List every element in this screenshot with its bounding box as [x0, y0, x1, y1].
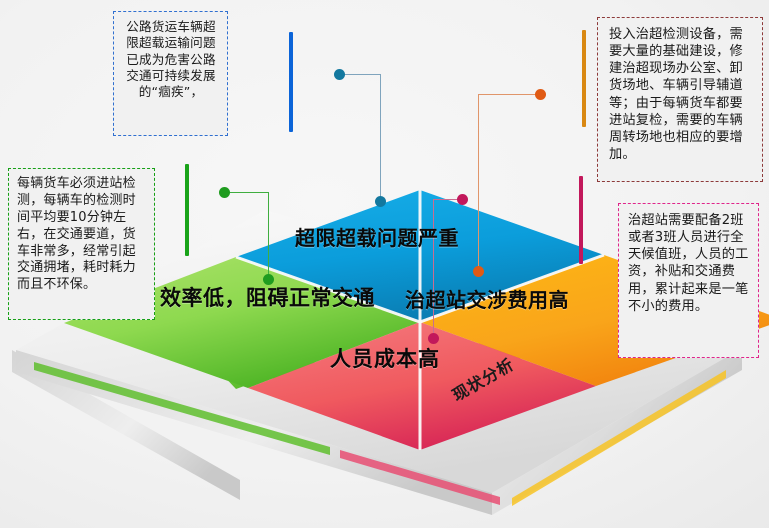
connector-green-dot-start — [219, 187, 230, 198]
callout-left: 每辆货车必须进站检测，每辆车的检测时间平均要10分钟左右，在交通要道，货车非常多… — [8, 168, 155, 320]
accent-bar-green — [185, 164, 189, 256]
accent-bar-crimson — [579, 176, 583, 264]
connector-orange-dot-start — [535, 89, 546, 100]
callout-right: 治超站需要配备2班或者3班人员进行全天候值班，人员的工资，补贴和交通费用，累计起… — [618, 203, 759, 358]
connector-green-dot-end — [263, 274, 274, 285]
accent-bar-orange — [582, 30, 586, 127]
accent-bar-blue — [289, 32, 293, 132]
tile-label-top: 超限超载问题严重 — [295, 226, 459, 250]
connector-green-vertical — [268, 192, 269, 280]
connector-crimson-dot-start — [457, 194, 468, 205]
connector-orange-vertical — [478, 94, 479, 272]
tile-label-left: 效率低，阻碍正常交通 — [160, 286, 375, 310]
connector-blue-horizontal — [340, 74, 381, 75]
connector-blue-vertical — [380, 74, 381, 202]
connector-crimson-dot-end — [428, 333, 439, 344]
tile-seam-left-right — [235, 253, 605, 324]
callout-top-left: 公路货运车辆超限超载运输问题已成为危害公路交通可持续发展的“痼疾”， — [113, 11, 228, 136]
tile-label-right: 治超站交涉费用高 — [405, 288, 569, 312]
connector-orange — [472, 88, 547, 278]
connector-orange-horizontal — [478, 94, 541, 95]
base-rim-pink — [340, 450, 500, 505]
connector-green-horizontal — [225, 192, 269, 193]
connector-crimson-horizontal — [433, 199, 463, 200]
tile-bottom-pink — [248, 322, 596, 450]
connector-orange-dot-end — [473, 266, 484, 277]
tile-label-bottom: 人员成本高 — [330, 347, 440, 371]
base-rim-green — [34, 362, 330, 455]
connector-crimson-vertical — [433, 199, 434, 339]
connector-blue — [334, 68, 386, 208]
connector-blue-dot-start — [334, 69, 345, 80]
connector-blue-dot-end — [375, 196, 386, 207]
connector-green — [219, 186, 275, 286]
callout-top-right: 投入治超检测设备，需要大量的基础建设，修建治超现场办公室、卸货场地、车辆引导辅道… — [597, 17, 763, 182]
connector-crimson — [427, 193, 468, 345]
base-rim-yellow — [512, 370, 726, 506]
